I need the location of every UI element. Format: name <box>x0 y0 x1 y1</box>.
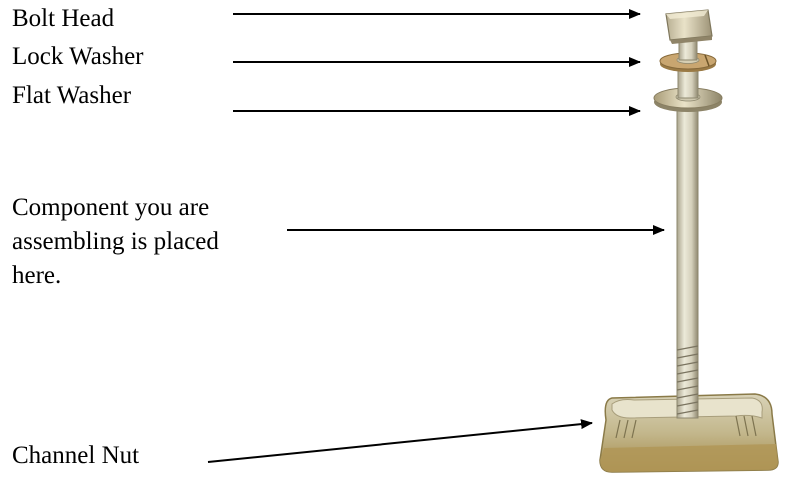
bolt-head-label: Bolt Head <box>12 5 115 32</box>
lock-washer-label: Lock Washer <box>12 43 144 70</box>
component-label-line-1: Component you are <box>12 194 210 221</box>
flat-washer-label: Flat Washer <box>12 82 132 109</box>
bolt-head-part <box>665 9 713 44</box>
channel-nut-arrow <box>207 419 593 463</box>
channel-nut-label: Channel Nut <box>12 442 140 469</box>
component-label-line-3: here. <box>12 262 62 289</box>
component-label-line-2: assembling is placed <box>12 228 219 255</box>
channel-nut-part <box>599 393 779 473</box>
bolt-shaft-part <box>676 99 699 419</box>
component-label: Component you are assembling is placed h… <box>12 191 292 293</box>
bolt-shaft-upper <box>677 69 699 99</box>
